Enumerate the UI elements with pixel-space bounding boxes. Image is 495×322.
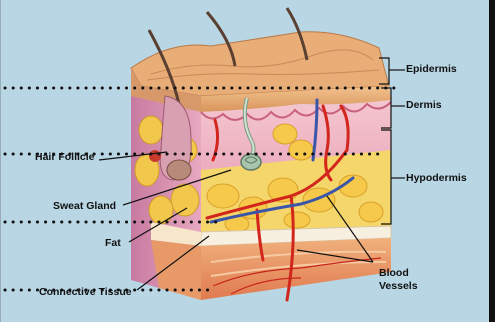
sweat-gland-coil (241, 154, 261, 170)
label-connective-tissue: Connective Tissue (39, 287, 132, 298)
label-sweat-gland: Sweat Gland (53, 201, 116, 212)
skin-surface (131, 32, 389, 96)
label-dermis: Dermis (406, 100, 442, 111)
label-blood-vessels-2: Vessels (379, 281, 418, 292)
follicle-red (149, 150, 161, 162)
label-hypodermis: Hypodermis (406, 173, 467, 184)
label-fat: Fat (105, 238, 121, 249)
follicle-bulb (167, 160, 191, 180)
label-hair-follicle: Hair Follicle (35, 152, 95, 163)
label-epidermis: Epidermis (406, 64, 457, 75)
label-blood-vessels-1: Blood (379, 268, 409, 279)
